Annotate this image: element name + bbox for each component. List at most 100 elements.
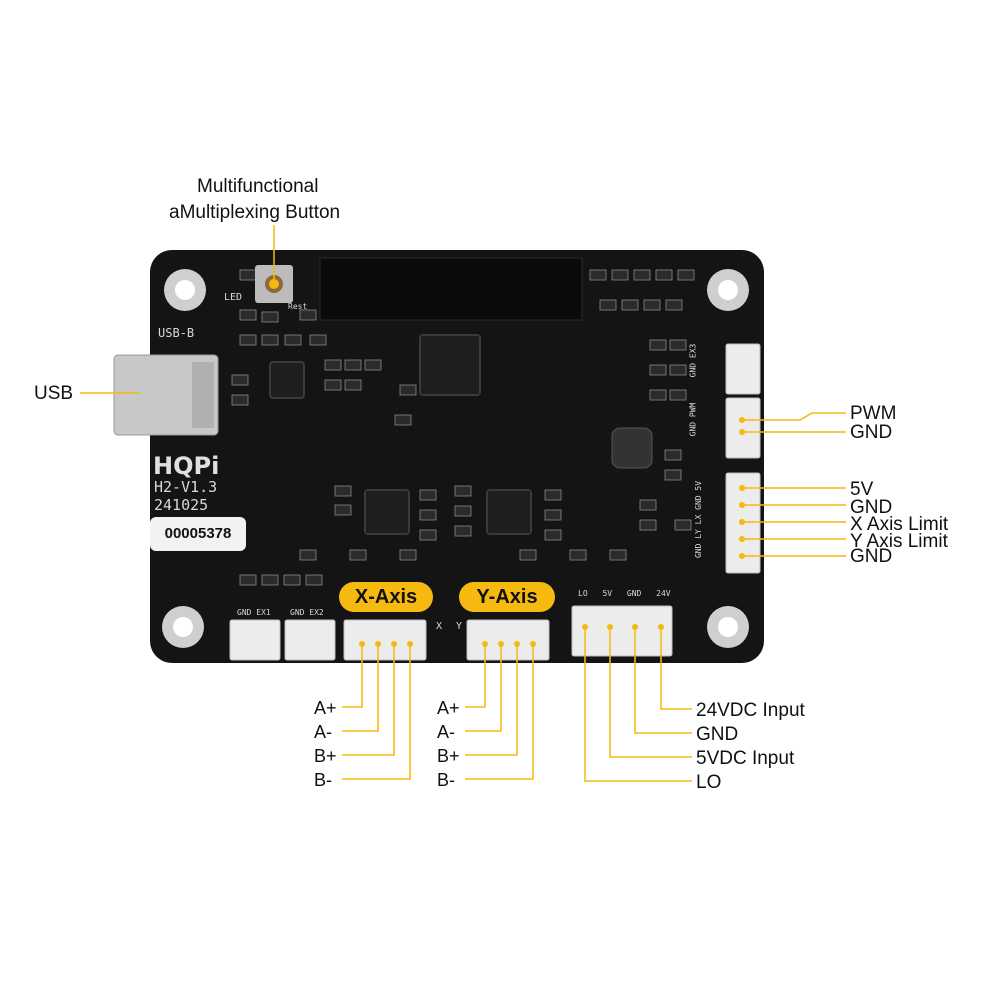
callout-lo: LO [696,772,722,793]
leader-lines [80,225,846,782]
callout-pwm: PWM [850,403,897,424]
smd-part [419,529,437,541]
silk-ex2: GND EX2 [290,608,324,617]
callout-pwm-gnd: GND [850,422,893,443]
smd-part [639,519,657,531]
smd-part [324,379,342,391]
smd-part [599,299,617,311]
x-pin-a-minus: A- [314,722,332,742]
connector-ex2 [284,619,336,661]
leader-line [742,412,846,421]
smd-part [284,334,302,346]
smd-part [609,549,627,561]
smd-part [655,269,673,281]
mounting-hole-bottom-right [707,606,749,648]
serial-label: 00005378 [150,517,246,551]
leader-line [342,644,411,780]
y-pin-b-minus: B- [437,770,455,790]
connector-pwm [725,397,761,459]
leader-line [342,644,379,732]
y-axis-badge: Y-Axis [459,582,555,612]
pin-dot [632,624,638,630]
small-chip [269,361,305,399]
model-text: H2-V1.3 [154,478,218,496]
leader-line [342,644,395,756]
driver-chip-x [364,489,410,535]
pin-dot [582,624,588,630]
pin-dot [514,641,520,647]
silk-ex3: GND EX3 [688,343,698,378]
leader-line [465,644,486,708]
smd-part [349,549,367,561]
smd-part [419,489,437,501]
smd-part [611,269,629,281]
x-pin-b-plus: B+ [314,746,337,766]
x-pin-b-minus: B- [314,770,332,790]
smd-part [309,334,327,346]
inductor [611,427,653,469]
leader-line [584,627,692,782]
smd-part [669,389,687,401]
smd-part [669,364,687,376]
smd-part [239,269,257,281]
y-pin-b-plus: B+ [437,746,460,766]
mounting-hole-top-left [164,269,206,311]
smd-part [344,379,362,391]
x-axis-badge: X-Axis [339,582,433,612]
pin-dot [739,417,745,423]
silk-ex1: GND EX1 [237,608,271,617]
leader-line [634,627,692,734]
y-pin-a-minus: A- [437,722,455,742]
smd-part [344,359,362,371]
silk-power: LO 5V GND 24V [578,589,671,598]
callout-5v: 5V [850,479,874,500]
callout-limit-gnd1: GND [850,497,893,518]
pin-dot [739,429,745,435]
smd-part [324,359,342,371]
callout-y-limit: Y Axis Limit [850,531,948,552]
connector-power [571,605,673,657]
smd-part [633,269,651,281]
pin-dot [739,485,745,491]
smd-part [589,269,607,281]
silk-reset: Rest [288,302,308,311]
smd-part [519,549,537,561]
smd-part [454,505,472,517]
mounting-hole-bottom-left [162,606,204,648]
smd-part [261,311,279,323]
smd-part [239,309,257,321]
pin-dot [407,641,413,647]
display-window [319,257,583,321]
smd-part [283,574,301,586]
smd-part [399,549,417,561]
smd-part [669,339,687,351]
smd-part [454,485,472,497]
smd-part [334,504,352,516]
silk-limit: GND LY LX GND 5V [694,480,704,559]
smd-part [664,449,682,461]
smd-part [544,509,562,521]
connector-x-axis [343,619,427,661]
smd-part [231,394,249,406]
pin-dot [482,641,488,647]
smd-part [299,549,317,561]
callout-button-line2: aMultiplexing Button [169,202,341,223]
smd-part [364,359,382,371]
smd-part [544,529,562,541]
pin-dot [269,279,279,289]
pin-dot [375,641,381,647]
pin-dot [739,519,745,525]
smd-part [643,299,661,311]
smd-part [305,574,323,586]
x-pin-a-plus: A+ [314,698,337,718]
leader-line [342,644,363,708]
smd-part [649,389,667,401]
smd-part [454,525,472,537]
driver-chip-y [486,489,532,535]
mounting-hole-top-right [707,269,749,311]
y-pin-a-plus: A+ [437,698,460,718]
smd-part [334,485,352,497]
smd-part [677,269,695,281]
smd-part [394,414,412,426]
